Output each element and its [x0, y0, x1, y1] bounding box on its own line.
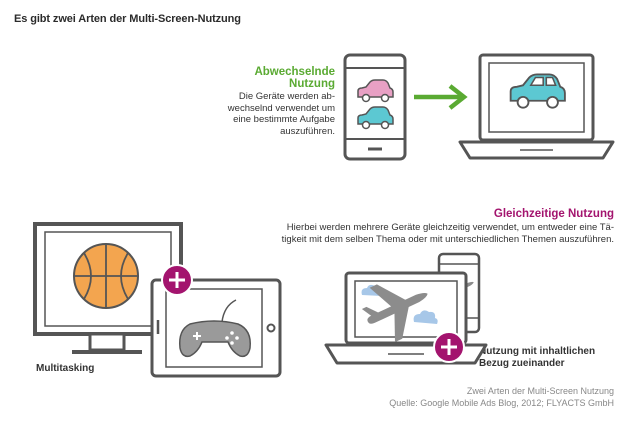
arrow-right-icon [414, 84, 468, 110]
bezug-label-line2: Bezug zueinander [479, 358, 565, 369]
alternating-text-line2: wechselnd verwendet um [227, 102, 335, 114]
car-icon-laptop [509, 73, 566, 109]
bezug-label: Nutzung mit inhaltlichen Bezug zueinande… [479, 346, 599, 370]
alternating-heading-line2: Nutzung [289, 78, 335, 90]
airplane-icon-large [361, 284, 428, 343]
caption-line1: Zwei Arten der Multi-Screen Nutzung [466, 386, 614, 396]
alternating-description: Die Geräte werden ab- wechselnd verwende… [215, 91, 335, 137]
simultaneous-description: Hierbei werden mehrere Geräte gleichzeit… [194, 222, 614, 245]
alternating-heading: Abwechselnde Nutzung [225, 66, 335, 90]
bezug-label-line1: Nutzung mit inhaltlichen [479, 346, 596, 357]
alternating-heading-line1: Abwechselnde [254, 66, 335, 78]
gamepad-icon [178, 299, 251, 358]
alternating-text-line1: Die Geräte werden ab- [238, 91, 335, 102]
simultaneous-text-line2: tigkeit mit dem selben Thema oder mit un… [281, 233, 614, 245]
plus-icon [161, 264, 193, 296]
car-icon-pink [357, 79, 394, 103]
alternating-text-line4: auszuführen. [280, 125, 335, 137]
laptop-icon [458, 53, 615, 160]
plus-icon-related [433, 331, 465, 363]
page-title: Es gibt zwei Arten der Multi-Screen-Nutz… [14, 13, 241, 25]
simultaneous-heading: Gleichzeitige Nutzung [493, 208, 614, 220]
cloud-icon-right [413, 310, 438, 324]
caption-line2: Quelle: Google Mobile Ads Blog, 2012; FL… [389, 397, 614, 408]
simultaneous-text-line1: Hierbei werden mehrere Geräte gleichzeit… [286, 222, 614, 233]
alternating-text-line3: eine bestimmte Aufgabe [233, 114, 335, 125]
car-icon-teal [357, 106, 394, 130]
basketball-icon [73, 243, 139, 309]
multitasking-label: Multitasking [36, 363, 95, 374]
source-caption: Zwei Arten der Multi-Screen Nutzung Quel… [389, 386, 614, 409]
